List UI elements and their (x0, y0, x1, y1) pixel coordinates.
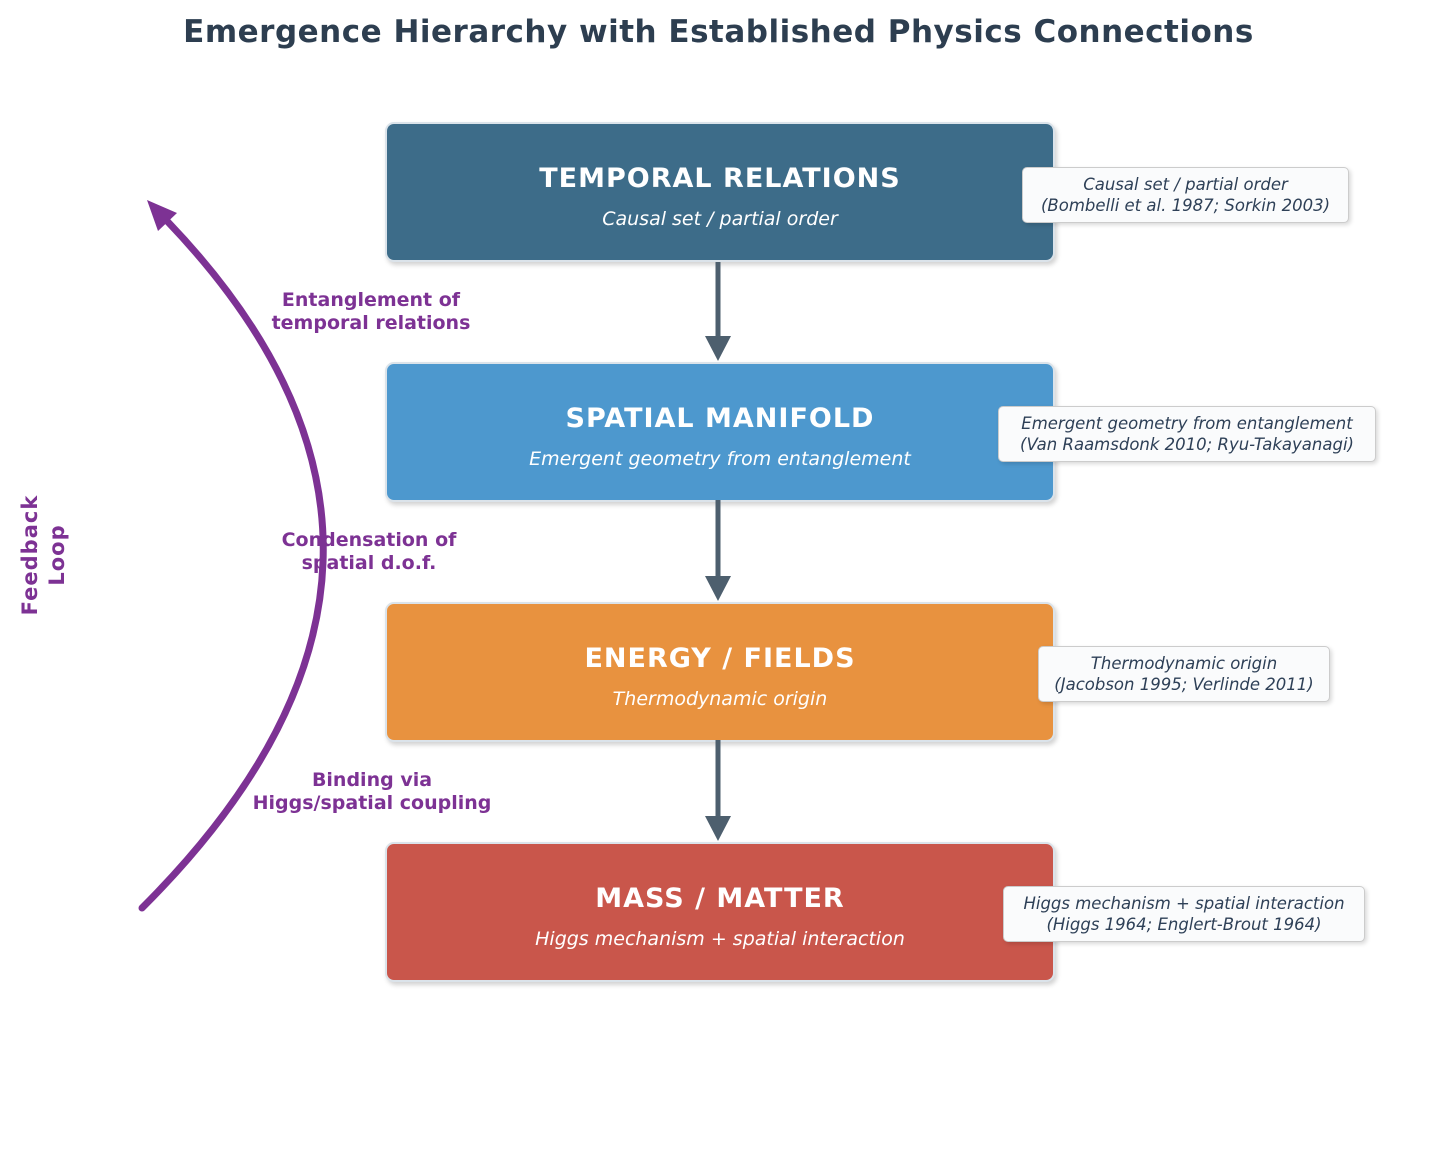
annotation-text-line1: Causal set / partial order (1083, 174, 1288, 194)
transition-line2: Higgs/spatial coupling (252, 792, 492, 814)
level-title: TEMPORAL RELATIONS (539, 162, 901, 194)
feedback-line1: Feedback (18, 494, 42, 616)
down-arrow-icon (705, 740, 731, 841)
level-box-mass-matter: MASS / MATTER Higgs mechanism + spatial … (385, 842, 1055, 982)
annotation-card-energy: Thermodynamic origin (Jacobson 1995; Ver… (1038, 646, 1330, 702)
annotation-text-line2: (Van Raamsdonk 2010; Ryu-Takayanagi) (1020, 435, 1354, 454)
annotation-text-line1: Higgs mechanism + spatial interaction (1023, 893, 1345, 913)
transition-label-condensation: Condensation of spatial d.o.f. (219, 529, 519, 575)
transition-label-binding: Binding via Higgs/spatial coupling (222, 769, 522, 815)
level-subtitle: Emergent geometry from entanglement (529, 447, 911, 470)
level-box-energy-fields: ENERGY / FIELDS Thermodynamic origin (385, 602, 1055, 742)
level-subtitle: Higgs mechanism + spatial interaction (535, 927, 905, 950)
transition-label-entanglement: Entanglement of temporal relations (221, 289, 521, 335)
annotation-text-line2: (Higgs 1964; Englert-Brout 1964) (1046, 915, 1322, 934)
annotation-card-temporal: Causal set / partial order (Bombelli et … (1022, 167, 1349, 223)
annotation-card-mass: Higgs mechanism + spatial interaction (H… (1003, 886, 1365, 942)
level-title: SPATIAL MANIFOLD (565, 402, 875, 434)
annotation-text-line1: Emergent geometry from entanglement (1021, 413, 1353, 433)
feedback-loop-label: Feedback Loop (17, 475, 77, 635)
annotation-card-spatial: Emergent geometry from entanglement (Van… (998, 406, 1376, 462)
transition-line2: spatial d.o.f. (301, 552, 437, 574)
annotation-text-line1: Thermodynamic origin (1090, 653, 1278, 673)
down-arrow-icon (705, 500, 731, 601)
level-title: MASS / MATTER (595, 882, 845, 914)
annotation-text-line2: (Bombelli et al. 1987; Sorkin 2003) (1040, 196, 1331, 215)
level-title: ENERGY / FIELDS (584, 642, 856, 674)
level-box-spatial-manifold: SPATIAL MANIFOLD Emergent geometry from … (385, 362, 1055, 502)
transition-line1: Entanglement of (281, 289, 461, 311)
level-box-temporal-relations: TEMPORAL RELATIONS Causal set / partial … (385, 122, 1055, 262)
transition-line2: temporal relations (271, 312, 471, 334)
feedback-line2: Loop (45, 524, 69, 586)
level-subtitle: Causal set / partial order (602, 207, 838, 230)
transition-line1: Binding via (311, 769, 433, 791)
transition-line1: Condensation of (281, 529, 457, 551)
down-arrow-icon (705, 262, 731, 361)
level-subtitle: Thermodynamic origin (612, 687, 828, 710)
annotation-text-line2: (Jacobson 1995; Verlinde 2011) (1054, 675, 1314, 694)
page-title: Emergence Hierarchy with Established Phy… (183, 14, 1254, 50)
